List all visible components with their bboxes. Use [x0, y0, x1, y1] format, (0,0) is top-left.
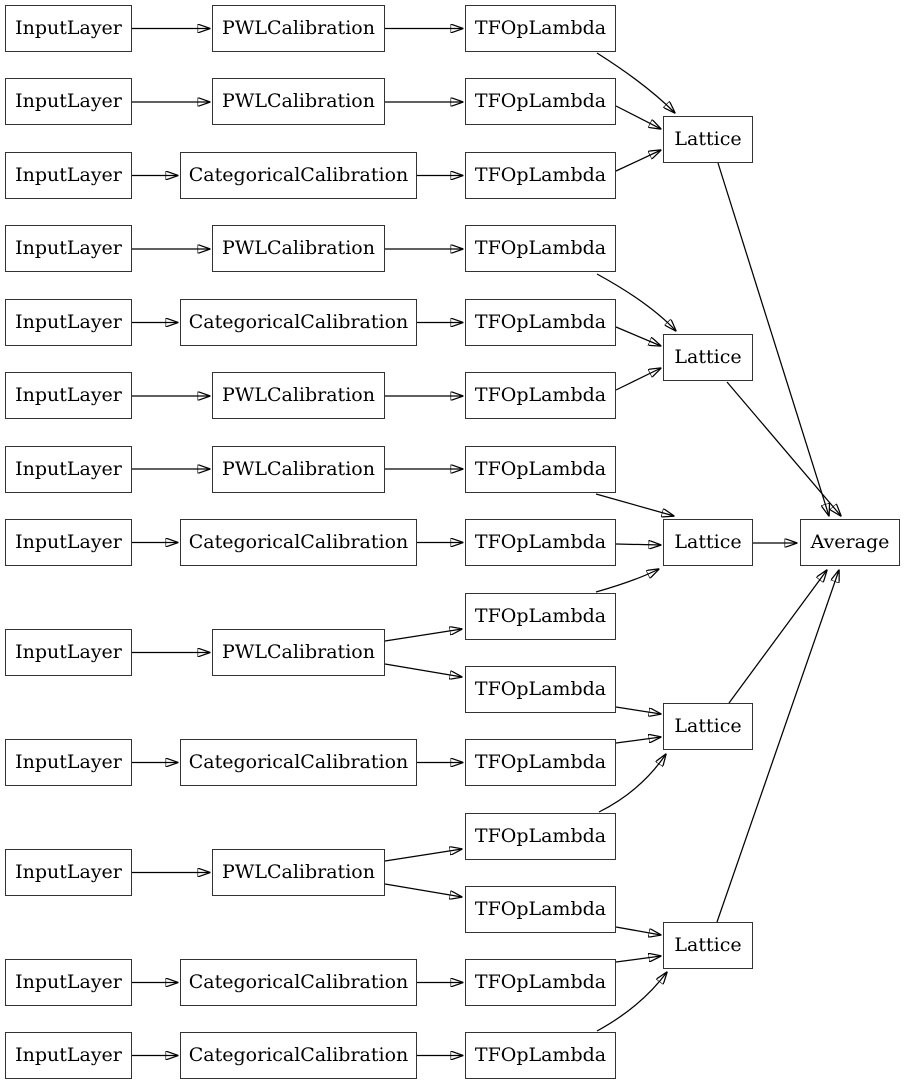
- node-average: Average: [800, 519, 900, 566]
- node-calibration-7: PWLCalibration: [212, 446, 385, 493]
- node-input-8: InputLayer: [5, 519, 132, 566]
- node-input-4: InputLayer: [5, 225, 132, 272]
- node-calibration-1: PWLCalibration: [212, 5, 385, 52]
- node-calibration-13: CategoricalCalibration: [180, 1032, 417, 1079]
- edge-lambda-3-lattice-1: [615, 150, 661, 172]
- node-calibration-2: PWLCalibration: [212, 78, 385, 125]
- node-lambda-13: TFOpLambda: [465, 886, 616, 933]
- node-calibration-12: CategoricalCalibration: [180, 959, 417, 1006]
- edge-calibration-11-lambda-13: [384, 883, 462, 897]
- node-calibration-9: PWLCalibration: [212, 629, 385, 676]
- node-input-12: InputLayer: [5, 959, 132, 1006]
- node-lambda-11: TFOpLambda: [465, 739, 616, 786]
- node-lattice-4: Lattice: [663, 703, 753, 750]
- node-input-9: InputLayer: [5, 629, 132, 676]
- edge-lambda-5-lattice-2: [615, 326, 661, 346]
- edge-lattice-5-average-1: [716, 570, 839, 923]
- node-lambda-2: TFOpLambda: [465, 78, 616, 125]
- node-calibration-11: PWLCalibration: [212, 849, 385, 896]
- node-lambda-1: TFOpLambda: [465, 5, 616, 52]
- edge-lambda-8-lattice-3: [615, 544, 661, 545]
- node-lattice-3: Lattice: [663, 519, 753, 566]
- edge-lambda-2-lattice-1: [615, 105, 661, 129]
- node-lambda-5: TFOpLambda: [465, 299, 616, 346]
- node-lambda-6: TFOpLambda: [465, 372, 616, 419]
- node-lambda-9: TFOpLambda: [465, 593, 616, 640]
- node-input-1: InputLayer: [5, 5, 132, 52]
- edge-lattice-2-average-1: [726, 381, 841, 516]
- node-lambda-15: TFOpLambda: [465, 1032, 616, 1079]
- edge-lambda-14-lattice-5: [615, 956, 661, 963]
- edge-calibration-11-lambda-12: [384, 849, 462, 862]
- edge-lambda-4-lattice-2: [596, 273, 676, 331]
- node-lambda-7: TFOpLambda: [465, 446, 616, 493]
- node-input-13: InputLayer: [5, 1032, 132, 1079]
- edge-lambda-1-lattice-1: [596, 52, 675, 113]
- edge-lambda-15-lattice-5: [596, 972, 667, 1032]
- edge-lattice-1-average-1: [717, 162, 829, 516]
- edge-calibration-9-lambda-10: [384, 663, 462, 677]
- node-lattice-1: Lattice: [663, 116, 753, 163]
- edge-lambda-13-lattice-5: [615, 926, 661, 935]
- node-lambda-14: TFOpLambda: [465, 959, 616, 1006]
- edge-lambda-12-lattice-4: [598, 754, 666, 813]
- node-input-3: InputLayer: [5, 152, 132, 199]
- node-lambda-3: TFOpLambda: [465, 152, 616, 199]
- node-calibration-3: CategoricalCalibration: [180, 152, 417, 199]
- node-input-10: InputLayer: [5, 739, 132, 786]
- node-lambda-4: TFOpLambda: [465, 225, 616, 272]
- edge-lambda-11-lattice-4: [615, 737, 661, 744]
- edge-calibration-9-lambda-9: [384, 629, 462, 642]
- node-calibration-6: PWLCalibration: [212, 372, 385, 419]
- node-input-5: InputLayer: [5, 299, 132, 346]
- edge-lambda-6-lattice-2: [615, 368, 661, 391]
- node-lattice-2: Lattice: [663, 334, 753, 381]
- node-lambda-12: TFOpLambda: [465, 813, 616, 860]
- node-calibration-8: CategoricalCalibration: [180, 519, 417, 566]
- edge-lambda-10-lattice-4: [615, 706, 661, 714]
- node-input-7: InputLayer: [5, 446, 132, 493]
- edge-lattice-4-average-1: [728, 570, 827, 704]
- node-lattice-5: Lattice: [663, 922, 753, 969]
- node-calibration-5: CategoricalCalibration: [180, 299, 417, 346]
- edge-lambda-9-lattice-3: [595, 569, 659, 593]
- node-lambda-10: TFOpLambda: [465, 666, 616, 713]
- node-input-11: InputLayer: [5, 849, 132, 896]
- node-input-2: InputLayer: [5, 78, 132, 125]
- node-calibration-4: PWLCalibration: [212, 225, 385, 272]
- node-calibration-10: CategoricalCalibration: [180, 739, 417, 786]
- edge-lambda-7-lattice-3: [595, 493, 674, 516]
- node-input-6: InputLayer: [5, 372, 132, 419]
- node-lambda-8: TFOpLambda: [465, 519, 616, 566]
